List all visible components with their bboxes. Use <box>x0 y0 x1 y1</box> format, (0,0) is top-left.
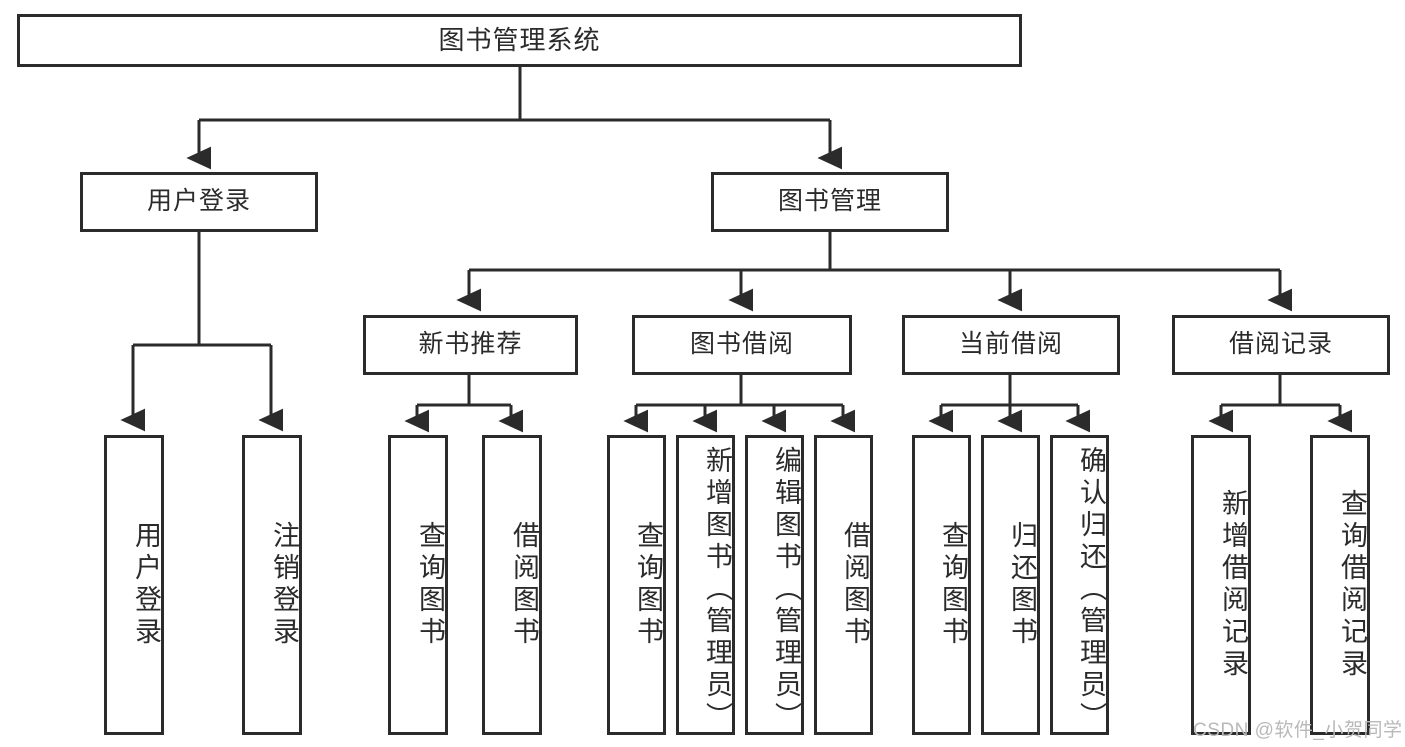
leaf-recommend-query-book[interactable]: 查询图书 <box>388 435 448 735</box>
node-label: 编辑图书（管理员） <box>771 446 801 734</box>
node-label: 查询图书 <box>415 521 445 649</box>
node-root-system[interactable]: 图书管理系统 <box>17 14 1022 67</box>
leaf-user-login-signin[interactable]: 用户登录 <box>104 435 164 735</box>
node-label: 查询图书 <box>633 521 663 649</box>
node-label: 新书推荐 <box>418 330 523 359</box>
node-current-borrow[interactable]: 当前借阅 <box>902 315 1120 375</box>
node-label: 用户登录 <box>146 187 251 216</box>
leaf-recommend-borrow-book[interactable]: 借阅图书 <box>482 435 542 735</box>
node-label: 注销登录 <box>269 521 299 649</box>
node-label: 确认归还（管理员） <box>1076 446 1106 734</box>
node-label: 用户登录 <box>131 521 161 649</box>
node-label: 图书管理系统 <box>438 25 601 56</box>
leaf-record-add-record[interactable]: 新增借阅记录 <box>1191 435 1251 735</box>
node-user-login[interactable]: 用户登录 <box>80 172 318 232</box>
watermark-text: CSDN @软件_小贺同学 <box>1193 720 1403 741</box>
leaf-record-query-record[interactable]: 查询借阅记录 <box>1310 435 1370 735</box>
node-label: 当前借阅 <box>958 330 1063 359</box>
node-label: 新增借阅记录 <box>1218 489 1248 681</box>
leaf-user-login-signout[interactable]: 注销登录 <box>242 435 302 735</box>
node-label: 借阅图书 <box>509 521 539 649</box>
node-label: 图书借阅 <box>689 330 794 359</box>
node-label: 借阅图书 <box>840 521 870 649</box>
node-label: 查询借阅记录 <box>1337 489 1367 681</box>
node-book-borrow[interactable]: 图书借阅 <box>632 315 852 375</box>
node-borrow-record[interactable]: 借阅记录 <box>1172 315 1390 375</box>
node-new-book-recommend[interactable]: 新书推荐 <box>363 315 578 375</box>
leaf-borrow-query-book[interactable]: 查询图书 <box>607 435 666 735</box>
leaf-current-confirm-return[interactable]: 确认归还（管理员） <box>1050 435 1109 735</box>
node-book-management[interactable]: 图书管理 <box>711 172 949 232</box>
node-label: 图书管理 <box>777 187 882 216</box>
leaf-borrow-add-book[interactable]: 新增图书（管理员） <box>676 435 735 735</box>
leaf-current-return-book[interactable]: 归还图书 <box>981 435 1040 735</box>
leaf-current-query-book[interactable]: 查询图书 <box>912 435 971 735</box>
node-label: 借阅记录 <box>1228 330 1333 359</box>
node-label: 查询图书 <box>938 521 968 649</box>
node-label: 新增图书（管理员） <box>702 446 732 734</box>
node-label: 归还图书 <box>1007 521 1037 649</box>
leaf-borrow-borrow-book[interactable]: 借阅图书 <box>814 435 873 735</box>
leaf-borrow-edit-book[interactable]: 编辑图书（管理员） <box>745 435 804 735</box>
